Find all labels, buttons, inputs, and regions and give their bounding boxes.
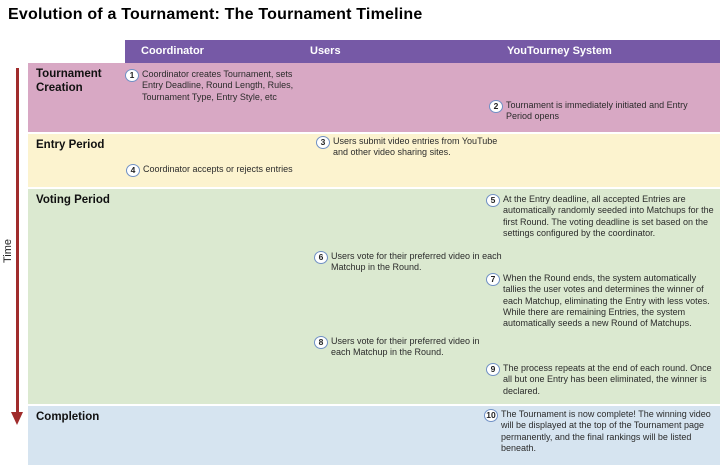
- step-text: Users vote for their preferred video in …: [331, 251, 502, 273]
- step-7-system-tallies-votes: 7 When the Round ends, the system automa…: [486, 273, 717, 329]
- column-header-youtourney-system: YouTourney System: [507, 45, 612, 57]
- step-number-badge: 1: [125, 69, 139, 82]
- time-arrow-line: [16, 68, 19, 413]
- row-completion: Completion: [28, 406, 720, 465]
- step-text: Coordinator accepts or rejects entries: [143, 164, 293, 174]
- step-text: When the Round ends, the system automati…: [503, 273, 710, 328]
- step-number-badge: 4: [126, 164, 140, 177]
- step-5-entries-seeded-into-matchups: 5 At the Entry deadline, all accepted En…: [486, 194, 717, 239]
- time-axis-label: Time: [2, 238, 14, 263]
- row-tournament-creation: Tournament Creation: [28, 63, 720, 132]
- step-text: Coordinator creates Tournament, sets Ent…: [142, 69, 294, 102]
- column-header-users: Users: [310, 45, 341, 57]
- step-3-users-submit-entries: 3 Users submit video entries from YouTub…: [316, 136, 498, 159]
- step-6-users-vote: 6 Users vote for their preferred video i…: [314, 251, 503, 274]
- step-number-badge: 7: [486, 273, 500, 286]
- step-9-process-repeats: 9 The process repeats at the end of each…: [486, 363, 717, 397]
- step-number-badge: 8: [314, 336, 328, 349]
- step-number-badge: 10: [484, 409, 498, 422]
- step-number-badge: 5: [486, 194, 500, 207]
- step-2-tournament-initiated: 2 Tournament is immediately initiated an…: [489, 100, 716, 123]
- step-text: The Tournament is now complete! The winn…: [501, 409, 711, 453]
- row-label-completion: Completion: [36, 411, 100, 423]
- page-title: Evolution of a Tournament: The Tournamen…: [8, 6, 423, 23]
- step-8-users-vote-again: 8 Users vote for their preferred video i…: [314, 336, 496, 359]
- step-4-coordinator-accepts-rejects: 4 Coordinator accepts or rejects entries: [126, 164, 363, 177]
- step-number-badge: 9: [486, 363, 500, 376]
- step-number-badge: 6: [314, 251, 328, 264]
- row-entry-period: Entry Period: [28, 134, 720, 187]
- step-10-tournament-complete: 10 The Tournament is now complete! The w…: [484, 409, 715, 454]
- row-label-entry-period: Entry Period: [36, 139, 105, 151]
- step-text: Users submit video entries from YouTube …: [333, 136, 498, 158]
- step-text: The process repeats at the end of each r…: [503, 363, 712, 396]
- row-label-voting-period: Voting Period: [36, 194, 110, 206]
- row-voting-period: Voting Period: [28, 189, 720, 404]
- step-text: At the Entry deadline, all accepted Entr…: [503, 194, 714, 238]
- column-header-bar: Coordinator Users YouTourney System: [125, 40, 720, 63]
- step-number-badge: 2: [489, 100, 503, 113]
- step-1-coordinator-creates-tournament: 1 Coordinator creates Tournament, sets E…: [125, 69, 314, 103]
- row-label-tournament-creation: Tournament Creation: [36, 68, 102, 94]
- time-arrow-head-icon: [11, 412, 23, 425]
- step-text: Users vote for their preferred video in …: [331, 336, 480, 358]
- step-text: Tournament is immediately initiated and …: [506, 100, 688, 122]
- column-header-coordinator: Coordinator: [141, 45, 204, 57]
- step-number-badge: 3: [316, 136, 330, 149]
